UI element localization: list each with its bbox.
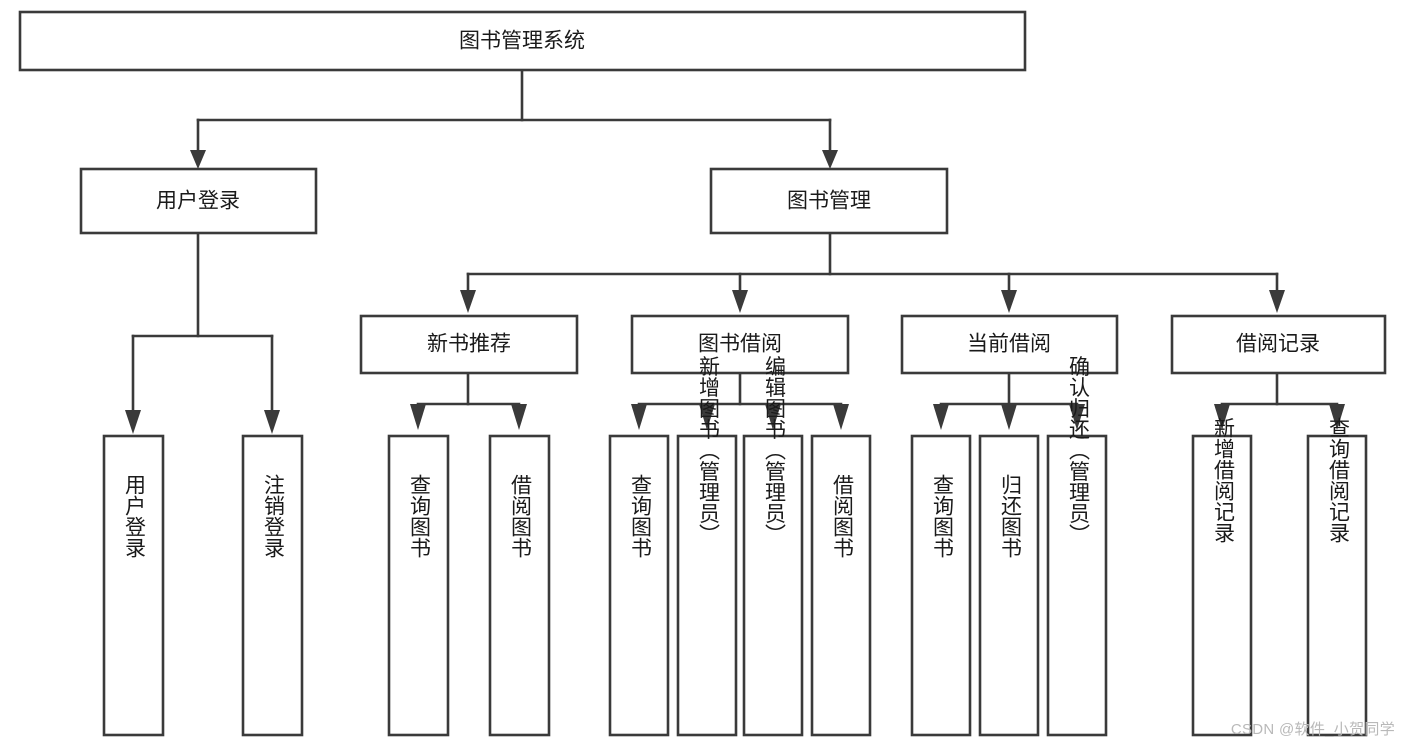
node-leaf-logout[interactable]: 注销登录 <box>241 434 304 737</box>
node-borrow-record-label: 借阅记录 <box>1236 333 1320 356</box>
node-leaf-query-book-2[interactable]: 查询图书 <box>608 434 670 737</box>
arrowhead-leaf-query-book-1 <box>410 404 426 430</box>
node-user-login-label: 用户登录 <box>156 190 240 213</box>
node-leaf-query-record-box[interactable] <box>1306 434 1368 737</box>
node-book-management-label: 图书管理 <box>787 190 871 213</box>
node-leaf-return-book[interactable]: 归还图书 <box>978 434 1040 737</box>
node-current-borrow[interactable]: 当前借阅 <box>900 314 1119 375</box>
node-leaf-user-login-box[interactable] <box>102 434 165 737</box>
node-leaf-add-record-label: 新增借阅记录 <box>1211 417 1235 543</box>
node-leaf-borrow-book-1-label: 借阅图书 <box>508 474 532 558</box>
node-leaf-borrow-book-2-label: 借阅图书 <box>830 474 854 558</box>
node-leaf-user-login-label: 用户登录 <box>122 474 146 558</box>
arrowhead-leaf-logout <box>264 410 280 434</box>
arrowhead-leaf-confirm-return <box>1069 404 1085 430</box>
node-book-borrow-box[interactable] <box>630 314 850 375</box>
arrowhead-leaf-add-book <box>699 404 715 430</box>
node-leaf-query-record-label: 查询借阅记录 <box>1326 417 1350 543</box>
node-leaf-edit-book-box[interactable] <box>742 434 804 737</box>
node-new-book-recommend-label: 新书推荐 <box>427 333 511 356</box>
node-root-label: 图书管理系统 <box>459 30 585 53</box>
node-leaf-edit-book-label: 编辑图书（管理员） <box>762 356 786 545</box>
node-leaf-query-book-3[interactable]: 查询图书 <box>910 434 972 737</box>
node-borrow-record[interactable]: 借阅记录 <box>1170 314 1387 375</box>
node-book-management[interactable]: 图书管理 <box>709 167 949 235</box>
node-book-borrow-label: 图书借阅 <box>698 333 782 356</box>
arrowhead-leaf-query-record <box>1329 404 1345 430</box>
node-leaf-add-book-label: 新增图书（管理员） <box>696 356 720 545</box>
node-leaf-borrow-book-2[interactable]: 借阅图书 <box>810 434 872 737</box>
node-user-login-box[interactable] <box>79 167 318 235</box>
node-leaf-user-login[interactable]: 用户登录 <box>102 434 165 737</box>
node-root-box[interactable] <box>18 10 1027 72</box>
node-user-login[interactable]: 用户登录 <box>79 167 318 235</box>
arrowhead-leaf-query-book-3 <box>933 404 949 430</box>
node-leaf-return-book-box[interactable] <box>978 434 1040 737</box>
node-root[interactable]: 图书管理系统 <box>18 10 1027 72</box>
arrowhead-leaf-return-book <box>1001 404 1017 430</box>
arrowhead-borrow-record <box>1269 290 1285 313</box>
arrowhead-book-borrow <box>732 290 748 313</box>
node-new-book-recommend[interactable]: 新书推荐 <box>359 314 579 375</box>
arrowhead-leaf-edit-book <box>765 404 781 430</box>
arrowhead-leaf-user-login <box>125 410 141 434</box>
arrowhead-user-login <box>190 150 206 169</box>
node-leaf-borrow-book-1-box[interactable] <box>488 434 551 737</box>
node-book-borrow[interactable]: 图书借阅 <box>630 314 850 375</box>
node-leaf-query-book-3-label: 查询图书 <box>930 474 954 558</box>
node-leaf-query-book-1[interactable]: 查询图书 <box>387 434 450 737</box>
node-leaf-query-book-2-label: 查询图书 <box>628 474 652 558</box>
node-leaf-query-book-1-label: 查询图书 <box>407 474 431 558</box>
node-leaf-query-book-1-box[interactable] <box>387 434 450 737</box>
node-leaf-return-book-label: 归还图书 <box>998 474 1022 558</box>
node-leaf-add-book[interactable]: 新增图书（管理员） <box>676 356 738 737</box>
arrowhead-leaf-query-book-2 <box>631 404 647 430</box>
node-leaf-confirm-return-box[interactable] <box>1046 434 1108 737</box>
node-leaf-add-record[interactable]: 新增借阅记录 <box>1191 417 1253 737</box>
arrowhead-leaf-borrow-book-2 <box>833 404 849 430</box>
arrowhead-book-management <box>822 150 838 169</box>
node-book-management-box[interactable] <box>709 167 949 235</box>
node-leaf-edit-book[interactable]: 编辑图书（管理员） <box>742 356 804 737</box>
node-leaf-add-record-box[interactable] <box>1191 434 1253 737</box>
node-leaf-query-book-2-box[interactable] <box>608 434 670 737</box>
arrowhead-leaf-add-record <box>1214 404 1230 430</box>
node-current-borrow-box[interactable] <box>900 314 1119 375</box>
node-current-borrow-label: 当前借阅 <box>967 333 1051 356</box>
node-new-book-recommend-box[interactable] <box>359 314 579 375</box>
arrowhead-new-book-recommend <box>460 290 476 313</box>
node-leaf-query-record[interactable]: 查询借阅记录 <box>1306 417 1368 737</box>
node-leaf-logout-label: 注销登录 <box>261 474 285 558</box>
node-leaf-query-book-3-box[interactable] <box>910 434 972 737</box>
node-borrow-record-box[interactable] <box>1170 314 1387 375</box>
node-leaf-borrow-book-1[interactable]: 借阅图书 <box>488 434 551 737</box>
node-leaf-logout-box[interactable] <box>241 434 304 737</box>
node-leaf-add-book-box[interactable] <box>676 434 738 737</box>
node-leaf-confirm-return-label: 确认归还（管理员） <box>1066 356 1090 545</box>
node-leaf-confirm-return[interactable]: 确认归还（管理员） <box>1046 356 1108 737</box>
arrowhead-current-borrow <box>1001 290 1017 313</box>
arrowhead-leaf-borrow-book-1 <box>511 404 527 430</box>
connector-layer <box>125 68 1345 434</box>
node-leaf-borrow-book-2-box[interactable] <box>810 434 872 737</box>
